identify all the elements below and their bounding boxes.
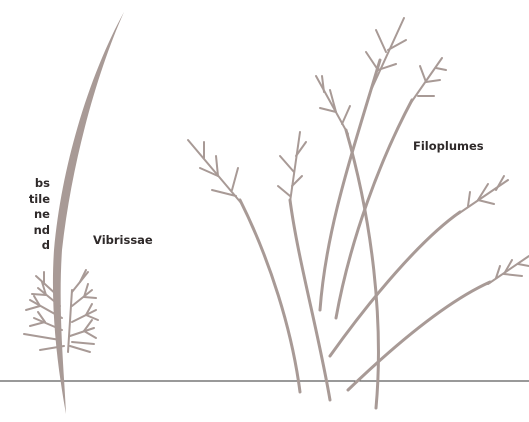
clipped-line-5: d xyxy=(0,238,50,254)
clipped-line-1: bs xyxy=(0,176,50,192)
filoplume-2 xyxy=(278,132,330,400)
vibrissae-label: Vibrissae xyxy=(93,233,153,247)
clipped-line-3: ne xyxy=(0,207,50,223)
filoplumes-label: Filoplumes xyxy=(413,139,484,153)
filoplume-3 xyxy=(320,18,406,310)
filoplume-4 xyxy=(316,76,378,408)
clipped-line-4: nd xyxy=(0,223,50,239)
filoplumes-group xyxy=(188,18,529,408)
filoplume-1 xyxy=(188,140,300,392)
vibrissa-feather xyxy=(53,12,124,414)
clipped-line-2: tile xyxy=(0,192,50,208)
clipped-description-text: bs tile ne nd d xyxy=(0,176,50,254)
